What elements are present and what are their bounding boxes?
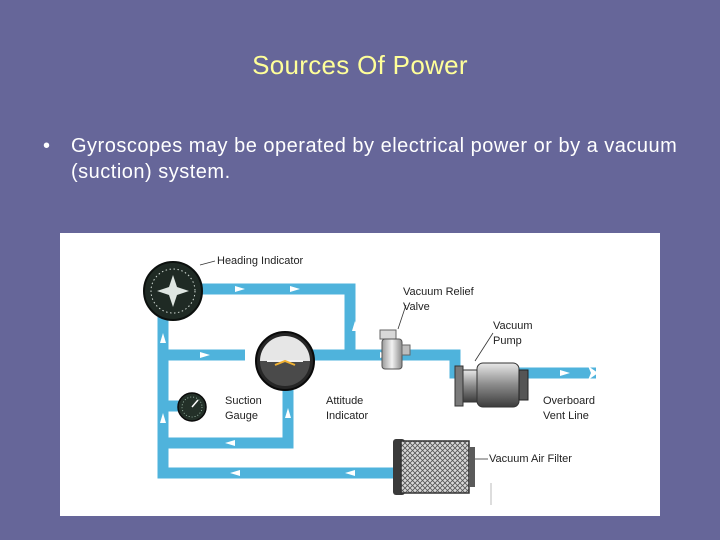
vacuum-air-filter-icon	[393, 439, 492, 505]
label-suction-gauge-line2: Gauge	[225, 410, 258, 422]
arrow-left-icon	[230, 470, 240, 476]
bullet-marker: •	[43, 135, 51, 157]
label-overboard-line1: Overboard	[543, 395, 595, 407]
label-vacuum-pump-line2: Pump	[493, 335, 522, 347]
label-attitude-indicator-line1: Attitude	[326, 395, 363, 407]
vacuum-pump-icon	[454, 362, 529, 408]
bullet-text: Gyroscopes may be operated by electrical…	[71, 135, 678, 183]
arrow-up-icon	[160, 333, 166, 343]
leader-lines	[199, 260, 494, 460]
heading-indicator-icon	[143, 261, 203, 321]
label-heading-indicator: Heading Indicator	[217, 255, 304, 267]
label-vacuum-pump-line1: Vacuum	[493, 320, 533, 332]
arrow-up-icon	[285, 408, 291, 418]
pipe-network	[157, 283, 596, 479]
arrow-left-icon	[345, 470, 355, 476]
bullet-point: • Gyroscopes may be operated by electric…	[43, 133, 683, 185]
arrow-up-icon	[160, 413, 166, 423]
attitude-indicator-icon	[255, 331, 315, 391]
label-suction-gauge-line1: Suction	[225, 395, 262, 407]
arrow-left-icon	[225, 440, 235, 446]
vacuum-system-svg: Heading Indicator Vacuum Relief Valve Va…	[143, 255, 598, 505]
vent-outlet-icon	[588, 366, 598, 380]
label-vacuum-relief-line2: Valve	[403, 301, 430, 313]
pipe-top	[163, 283, 356, 350]
vacuum-system-diagram: Heading Indicator Vacuum Relief Valve Va…	[60, 233, 660, 516]
arrow-down-icon	[352, 321, 358, 331]
arrow-right-icon	[235, 286, 245, 292]
suction-gauge-icon	[177, 392, 207, 422]
label-overboard-line2: Vent Line	[543, 410, 589, 422]
arrow-right-icon	[200, 352, 210, 358]
label-vacuum-air-filter: Vacuum Air Filter	[489, 453, 572, 465]
label-attitude-indicator-line2: Indicator	[326, 410, 369, 422]
flow-arrows	[160, 286, 598, 476]
vacuum-relief-valve-icon	[379, 329, 411, 370]
arrow-right-icon	[560, 370, 570, 376]
pipe-attitude-return	[163, 383, 294, 449]
slide-title: Sources Of Power	[252, 50, 468, 80]
label-vacuum-relief-line1: Vacuum Relief	[403, 286, 475, 298]
arrow-right-icon	[290, 286, 300, 292]
pipe-mid	[285, 349, 461, 366]
